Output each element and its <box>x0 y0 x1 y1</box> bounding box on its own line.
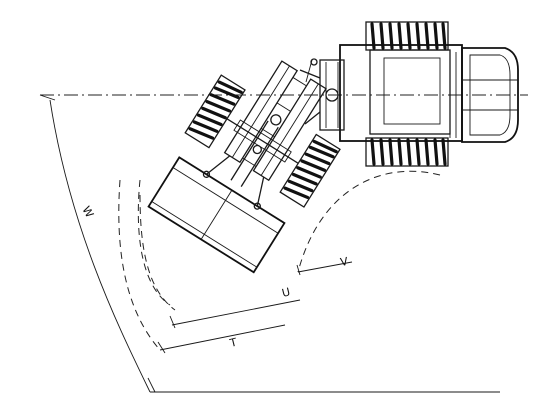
dimension-w <box>39 94 500 393</box>
bucket <box>147 155 286 274</box>
arc-t <box>118 179 161 351</box>
cab-roof <box>383 57 441 125</box>
front-tire-right <box>279 133 341 208</box>
arc-u <box>139 194 176 311</box>
arc-u-inner <box>137 179 171 306</box>
label-u: U <box>281 285 292 300</box>
hinge-link-upper <box>299 69 321 79</box>
arc-w <box>49 99 151 393</box>
front-tire-left <box>184 74 246 149</box>
rear-chassis <box>319 21 519 167</box>
rear-tire-top <box>365 21 449 51</box>
rear-frame <box>339 44 463 142</box>
engine-hood <box>461 47 519 143</box>
hinge-link-lower <box>304 111 321 125</box>
dimension-v <box>296 261 353 276</box>
label-t: T <box>228 336 239 351</box>
arc-v <box>297 170 441 273</box>
dimension-u <box>169 299 301 329</box>
cab <box>369 49 451 135</box>
articulation-joint <box>319 59 345 131</box>
rear-tire-bottom <box>365 137 449 167</box>
front-frame <box>147 60 341 274</box>
label-v: V <box>339 255 349 269</box>
label-w: W <box>79 204 96 220</box>
dimension-t <box>157 324 286 354</box>
